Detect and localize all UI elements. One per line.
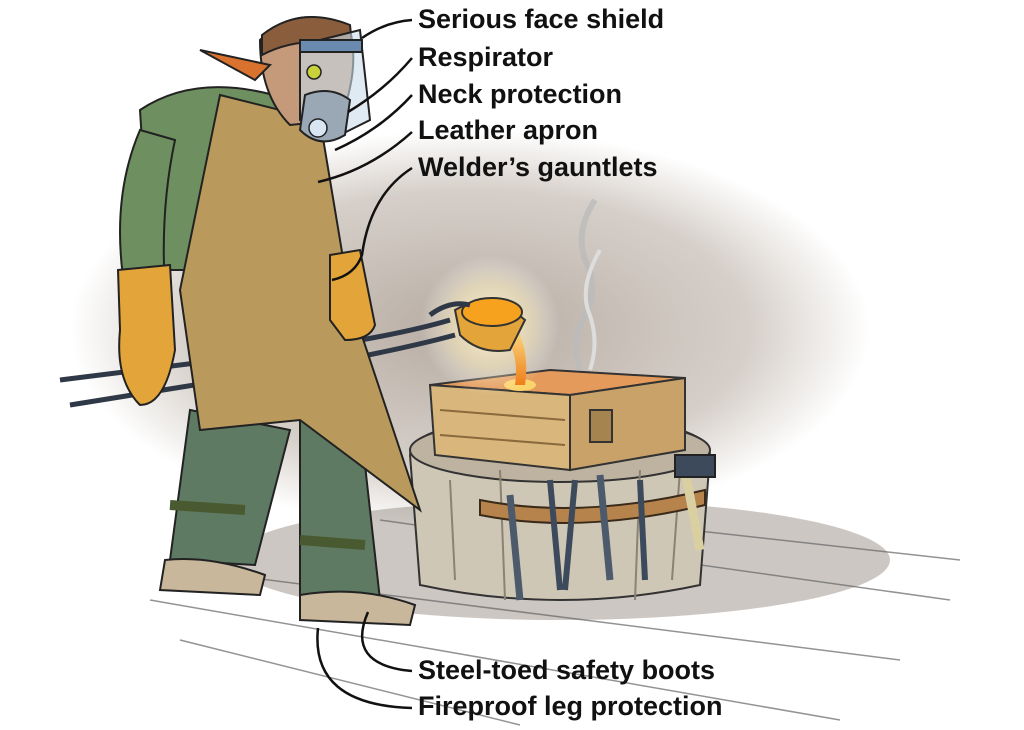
label-leather-apron: Leather apron [418,115,599,145]
leader-neck [334,94,413,152]
crucible [453,297,527,352]
label-neck-protection: Neck protection [418,79,623,109]
molten-pour [500,325,527,385]
worker [116,16,422,627]
tool-belt [479,454,716,601]
leader-apron [317,131,413,184]
leader-legs [316,627,413,710]
label-face-shield: Serious face shield [418,4,665,34]
leader-boots [360,611,413,673]
label-safety-boots: Steel-toed safety boots [418,655,716,685]
leader-gauntlets [331,166,413,282]
leader-face-shield [361,18,413,40]
label-leg-protection: Fireproof leg protection [418,691,723,721]
label-gauntlets: Welder’s gauntlets [418,152,658,182]
label-respirator: Respirator [418,42,554,72]
leader-respirator [347,57,413,114]
steam [573,198,598,371]
leader-lines [316,18,413,710]
